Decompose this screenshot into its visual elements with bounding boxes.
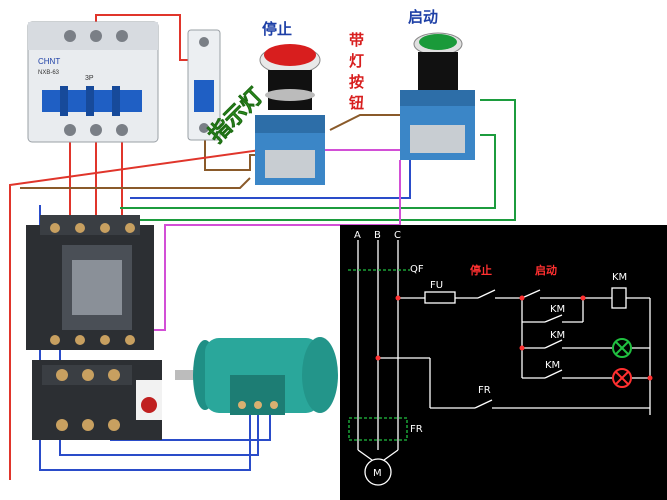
start-button-assembly: 启动 bbox=[400, 8, 475, 160]
wire-brown-start bbox=[329, 114, 400, 131]
wire-green-1 bbox=[120, 134, 496, 209]
phase-b-label: B bbox=[374, 230, 381, 241]
motor-label: M bbox=[373, 468, 382, 479]
green-lamp-symbol bbox=[612, 338, 632, 358]
single-pole-breaker bbox=[187, 29, 221, 141]
breaker-brand: CHNT bbox=[38, 57, 60, 66]
fr-contact-label: FR bbox=[478, 385, 491, 396]
three-pole-breaker: CHNT NXB-63 3P bbox=[27, 21, 159, 143]
lamp-char-3: 按 bbox=[349, 73, 364, 91]
wire-red-stop bbox=[9, 149, 261, 480]
reset-dial[interactable] bbox=[141, 397, 157, 413]
start-title: 启动 bbox=[408, 8, 438, 26]
single-breaker-toggle[interactable] bbox=[194, 80, 214, 112]
wire-magenta-2 bbox=[140, 160, 401, 331]
lamp-button-label: 带 灯 按 钮 bbox=[349, 31, 364, 112]
red-lamp-symbol bbox=[612, 368, 632, 388]
contactor bbox=[26, 215, 154, 350]
stop-title: 停止 bbox=[262, 20, 292, 38]
lamp-char-4: 钮 bbox=[349, 94, 364, 112]
schem-stop-label: 停止 bbox=[470, 263, 492, 277]
fr-heater-label: FR bbox=[410, 424, 423, 435]
stop-button-assembly: 停止 bbox=[255, 20, 325, 185]
breaker-label: 3P bbox=[85, 75, 94, 82]
motor bbox=[175, 337, 338, 415]
stop-button[interactable] bbox=[264, 44, 316, 66]
schematic-panel: A B C QF FU 停止 启动 KM KM KM KM FR FR M bbox=[340, 225, 667, 500]
lamp-char-1: 带 bbox=[349, 31, 364, 49]
fu-label: FU bbox=[430, 280, 443, 291]
wire-brown-2 bbox=[20, 177, 251, 189]
km-contact-2-label: KM bbox=[550, 330, 565, 341]
schem-start-label: 启动 bbox=[535, 263, 557, 277]
wire-blue-top bbox=[130, 150, 411, 199]
qf-label: QF bbox=[410, 264, 424, 275]
thermal-relay bbox=[32, 360, 162, 440]
wire-green-2 bbox=[140, 99, 516, 221]
km-contact-1-label: KM bbox=[550, 304, 565, 315]
wiring bbox=[9, 14, 516, 480]
lamp-char-2: 灯 bbox=[349, 52, 364, 70]
km-contact-3-label: KM bbox=[545, 360, 560, 371]
km-coil-label: KM bbox=[612, 272, 627, 283]
wire-blue-3 bbox=[110, 415, 271, 441]
phase-a-label: A bbox=[354, 230, 361, 241]
start-button[interactable] bbox=[419, 34, 457, 50]
phase-c-label: C bbox=[394, 230, 401, 241]
breaker-model: NXB-63 bbox=[38, 70, 60, 76]
